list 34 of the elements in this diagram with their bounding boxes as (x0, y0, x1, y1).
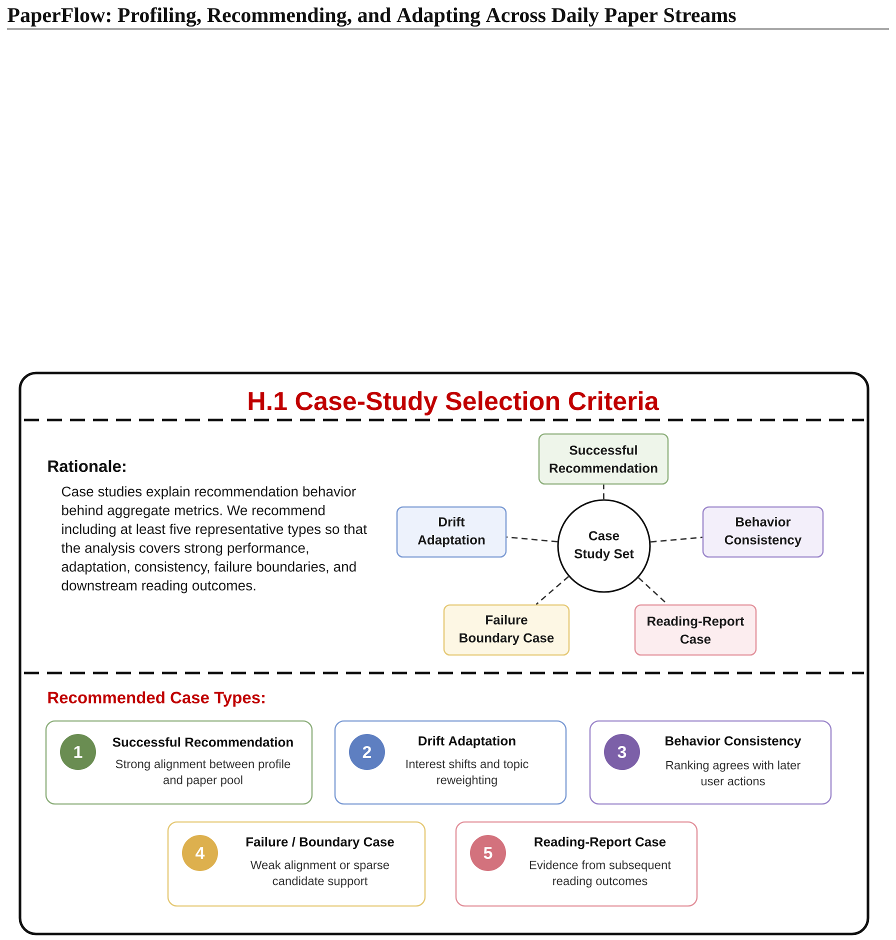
card-heading: Failure / Boundary Case (246, 836, 394, 850)
card-description: Weak alignment or sparse candidate support (250, 860, 390, 888)
number-badge: 5 (470, 835, 506, 871)
case-card (45, 720, 313, 805)
section-heading: Recommended Case Types: (48, 691, 264, 707)
number-badge: 2 (349, 734, 385, 770)
case-type-box: Drift Adaptation (396, 506, 507, 558)
card-heading: Behavior Consistency (666, 736, 802, 748)
case-type-box: Reading-Report Case (634, 604, 757, 656)
running-header: PaperFlow: Profiling, Recommending, and Adapting Across Daily Paper Streams (8, 7, 736, 27)
case-card (589, 720, 832, 805)
number-badge: 4 (182, 835, 218, 871)
case-card (167, 821, 426, 907)
figure-title: H.1 Case-Study Selection Criteria (248, 391, 660, 416)
connector-line (650, 536, 702, 543)
card-heading: Successful Recommendation (112, 737, 293, 747)
rationale-paragraph: Case studies explain recommendation behavior behind aggregate metrics. We recommend including at least five representative types so that the analysis covers strong performance, adaptation, consistency, failure boundaries, and downstream reading outcomes. (61, 486, 367, 594)
number-badge: 1 (60, 734, 96, 770)
connector-line (506, 536, 558, 542)
section-heading: Rationale: (48, 460, 126, 472)
case-type-box: Behavior Consistency (702, 506, 824, 558)
card-heading: Reading-Report Case (534, 836, 666, 850)
number-badge: 3 (604, 734, 640, 770)
case-card (455, 821, 698, 907)
case-type-box: Successful Recommendation (538, 433, 669, 485)
card-description: Evidence from subsequent reading outcomes (530, 860, 671, 888)
card-heading: Drift Adaptation (418, 736, 516, 748)
card-description: Strong alignment between profile and paper pool (116, 759, 290, 787)
connector-line (536, 576, 569, 605)
case-type-box: Failure Boundary Case (443, 604, 570, 656)
card-description: Ranking agrees with later user actions (666, 760, 800, 786)
card-description: Interest shifts and topic reweighting (406, 759, 528, 787)
case-card (334, 720, 567, 805)
connector-line (602, 484, 604, 500)
